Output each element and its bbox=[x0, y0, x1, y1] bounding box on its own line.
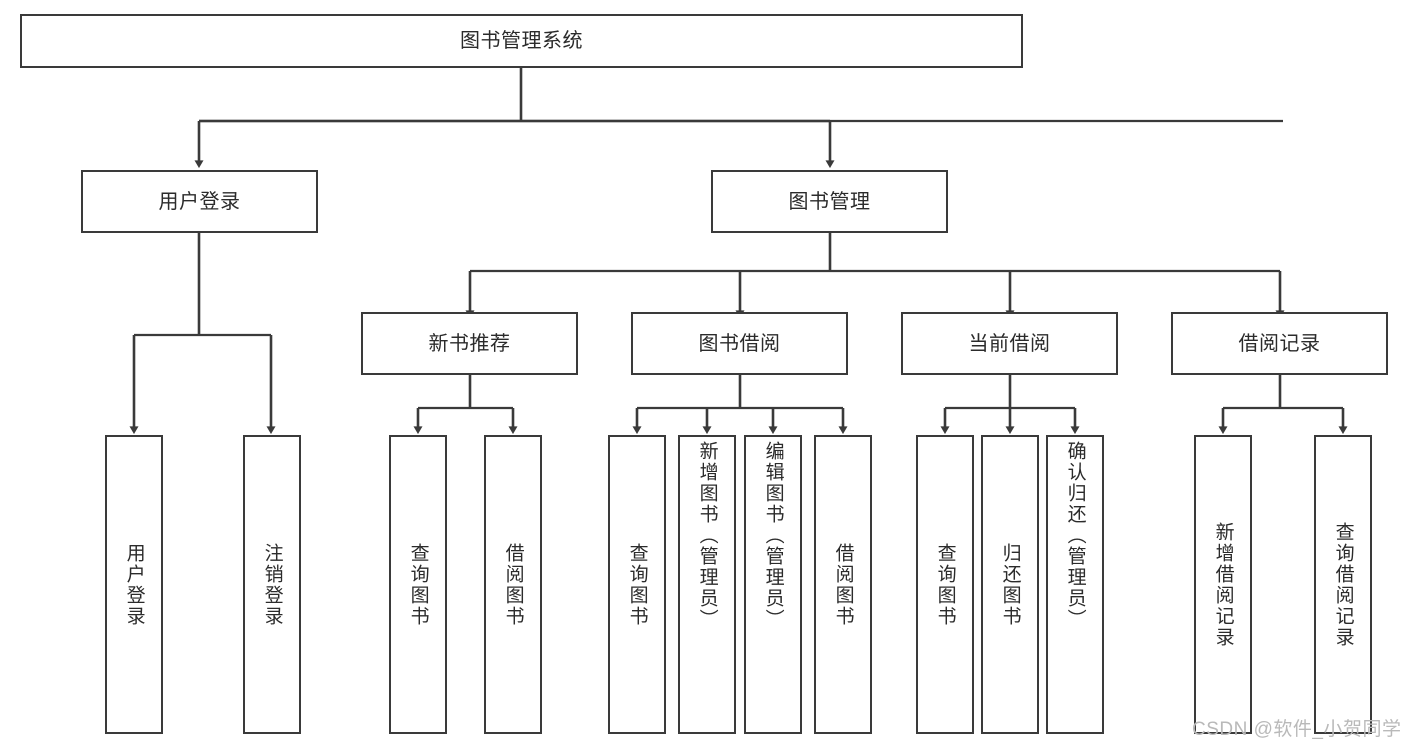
leaf-borrow-book-2[interactable]: 借阅图书 bbox=[814, 435, 872, 734]
node-book-borrow-label: 图书借阅 bbox=[698, 332, 781, 355]
node-new-book-recommend[interactable]: 新书推荐 bbox=[361, 312, 578, 375]
leaf-query-book-1-label: 查询图书 bbox=[407, 542, 429, 627]
leaf-add-record-label: 新增借阅记录 bbox=[1212, 521, 1234, 648]
node-borrow-record-label: 借阅记录 bbox=[1238, 332, 1321, 355]
leaf-edit-book[interactable]: 编辑图书（管理员） bbox=[744, 435, 802, 734]
leaf-confirm-return[interactable]: 确认归还（管理员） bbox=[1046, 435, 1104, 734]
node-book-borrow[interactable]: 图书借阅 bbox=[631, 312, 848, 375]
leaf-add-book-label: 新增图书（管理员） bbox=[696, 441, 718, 630]
node-user-login-label: 用户登录 bbox=[158, 190, 241, 213]
leaf-user-login-label: 用户登录 bbox=[123, 542, 145, 627]
node-current-borrow[interactable]: 当前借阅 bbox=[901, 312, 1118, 375]
node-root[interactable]: 图书管理系统 bbox=[20, 14, 1023, 68]
leaf-borrow-book-1[interactable]: 借阅图书 bbox=[484, 435, 542, 734]
node-book-management[interactable]: 图书管理 bbox=[711, 170, 948, 233]
csdn-watermark: CSDN @软件_小贺同学 bbox=[1192, 719, 1402, 740]
node-user-login[interactable]: 用户登录 bbox=[81, 170, 318, 233]
leaf-borrow-book-2-label: 借阅图书 bbox=[832, 542, 854, 627]
leaf-logout-login-label: 注销登录 bbox=[261, 542, 283, 627]
leaf-query-book-1[interactable]: 查询图书 bbox=[389, 435, 447, 734]
node-book-management-label: 图书管理 bbox=[788, 190, 871, 213]
node-borrow-record[interactable]: 借阅记录 bbox=[1171, 312, 1388, 375]
node-current-borrow-label: 当前借阅 bbox=[968, 332, 1051, 355]
leaf-query-book-3-label: 查询图书 bbox=[934, 542, 956, 627]
leaf-user-login[interactable]: 用户登录 bbox=[105, 435, 163, 734]
leaf-add-record[interactable]: 新增借阅记录 bbox=[1194, 435, 1252, 734]
leaf-confirm-return-label: 确认归还（管理员） bbox=[1064, 441, 1086, 630]
leaf-return-book-label: 归还图书 bbox=[999, 542, 1021, 627]
leaf-query-book-3[interactable]: 查询图书 bbox=[916, 435, 974, 734]
node-root-label: 图书管理系统 bbox=[460, 30, 583, 52]
leaf-borrow-book-1-label: 借阅图书 bbox=[502, 542, 524, 627]
leaf-edit-book-label: 编辑图书（管理员） bbox=[762, 441, 784, 630]
leaf-query-book-2[interactable]: 查询图书 bbox=[608, 435, 666, 734]
leaf-return-book[interactable]: 归还图书 bbox=[981, 435, 1039, 734]
leaf-logout-login[interactable]: 注销登录 bbox=[243, 435, 301, 734]
leaf-query-record[interactable]: 查询借阅记录 bbox=[1314, 435, 1372, 734]
leaf-query-book-2-label: 查询图书 bbox=[626, 542, 648, 627]
leaf-query-record-label: 查询借阅记录 bbox=[1332, 521, 1354, 648]
leaf-add-book[interactable]: 新增图书（管理员） bbox=[678, 435, 736, 734]
node-new-book-recommend-label: 新书推荐 bbox=[428, 332, 511, 355]
